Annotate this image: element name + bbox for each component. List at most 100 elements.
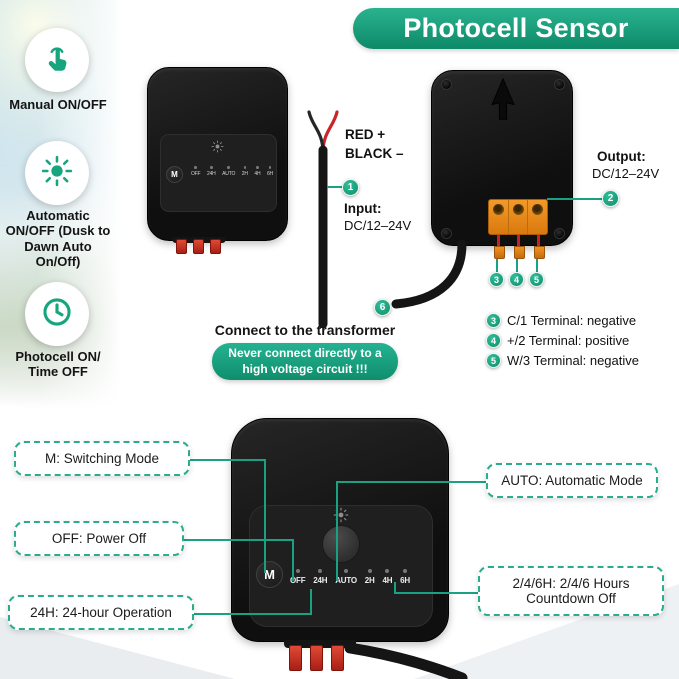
legend-text: +/2 Terminal: positive <box>507 333 630 348</box>
mode-label: OFF <box>290 576 306 585</box>
high-voltage-warning: Never connect directly to a high voltage… <box>212 343 398 380</box>
terminal-w3 <box>528 200 547 234</box>
led-dot <box>227 166 230 169</box>
terminal-c1 <box>489 200 509 234</box>
callout-246h-mode: 2/4/6H: 2/4/6 Hours Countdown Off <box>478 566 664 616</box>
badge-6: 6 <box>374 299 391 316</box>
device-front-large: M OFF 24H AUTO 2H 4H 6H <box>231 418 449 642</box>
led-dot <box>194 166 197 169</box>
feature-automatic <box>25 141 89 205</box>
callout-line <box>310 589 312 615</box>
callout-line <box>194 613 312 615</box>
legend-row-w3: 5 W/3 Terminal: negative <box>486 353 639 368</box>
feature-manual-label: Manual ON/OFF <box>9 97 107 112</box>
screw-icon <box>554 228 565 239</box>
photocell-dome <box>322 525 360 563</box>
mode-24h: 24H <box>207 166 216 177</box>
page-title: Photocell Sensor <box>403 13 629 43</box>
callout-line <box>327 186 343 188</box>
legend-row-plus2: 4 +/2 Terminal: positive <box>486 333 639 348</box>
mode-label: 2H <box>364 576 375 585</box>
wire-connector <box>193 239 204 254</box>
legend-text: W/3 Terminal: negative <box>507 353 639 368</box>
mode-auto: AUTO <box>222 166 235 177</box>
mode-indicator-row: OFF 24H AUTO 2H 4H 6H <box>191 166 273 177</box>
device-large-cable <box>338 638 468 679</box>
output-label: Output: <box>597 149 646 164</box>
mode-label: 6H <box>400 576 410 585</box>
mode-6h: 6H <box>267 166 273 177</box>
mode-24h: 24H <box>313 569 328 585</box>
led-dot <box>210 166 213 169</box>
terminal-tab <box>494 246 505 259</box>
callout-line <box>496 259 498 273</box>
callout-line <box>264 459 266 573</box>
mode-label: AUTO <box>335 576 357 585</box>
mode-6h: 6H <box>400 569 410 585</box>
mode-label: 2H <box>241 170 248 177</box>
mode-auto: AUTO <box>335 569 357 585</box>
mode-button: M <box>166 166 183 183</box>
led-dot <box>318 569 323 573</box>
mode-2h: 2H <box>242 166 248 177</box>
led-dot <box>385 569 390 573</box>
terminal-tab <box>514 246 525 259</box>
badge-2: 2 <box>602 190 619 207</box>
led-dot <box>344 569 349 573</box>
screw-icon <box>554 79 565 90</box>
callout-off-mode: OFF: Power Off <box>14 521 184 556</box>
screw-icon <box>441 228 452 239</box>
terminal-screw-icon <box>492 204 504 215</box>
feature-automatic-label: Automatic ON/OFF (Dusk to Dawn Auto On/O… <box>5 208 111 269</box>
mode-indicator-row: OFF 24H AUTO 2H 4H 6H <box>290 569 410 585</box>
led-dot <box>367 569 372 573</box>
mode-label: AUTO <box>222 170 236 177</box>
terminal-tab <box>534 246 545 259</box>
badge-5: 5 <box>529 272 544 287</box>
led-dot <box>403 569 408 573</box>
terminal-block <box>488 199 548 235</box>
callout-auto-mode: AUTO: Automatic Mode <box>486 463 658 498</box>
mode-label: OFF <box>191 170 201 177</box>
feature-manual <box>25 28 89 92</box>
badge-1: 1 <box>342 179 359 196</box>
warning-line-2: high voltage circuit !!! <box>242 361 368 376</box>
hand-tap-icon <box>40 41 74 80</box>
callout-line <box>536 259 538 273</box>
mode-label: 6H <box>266 170 273 177</box>
badge-4: 4 <box>486 333 501 348</box>
badge-5: 5 <box>486 353 501 368</box>
callout-line <box>292 539 294 581</box>
wall-hook-icon <box>481 77 525 128</box>
callout-line <box>394 592 478 594</box>
wire-connector <box>331 645 344 671</box>
led-dot <box>256 166 259 169</box>
callout-line <box>184 539 294 541</box>
mode-off: OFF <box>290 569 306 585</box>
callout-line <box>336 481 338 581</box>
clock-icon <box>40 295 74 334</box>
black-wire-label: BLACK – <box>345 146 404 161</box>
input-cable <box>288 88 360 333</box>
led-dot <box>295 569 300 573</box>
terminal-wire <box>497 235 500 247</box>
red-wire-label: RED + <box>345 127 386 142</box>
badge-3: 3 <box>486 313 501 328</box>
mode-label: 24H <box>207 170 216 177</box>
wire-connector <box>289 645 302 671</box>
callout-line <box>516 259 518 273</box>
callout-24h-mode: 24H: 24-hour Operation <box>8 595 194 630</box>
device-front-small: M OFF 24H AUTO 2H 4H 6H <box>147 67 288 241</box>
wire-connector <box>310 645 323 671</box>
input-label: Input: <box>344 201 382 216</box>
legend-row-c1: 3 C/1 Terminal: negative <box>486 313 639 328</box>
feature-photocell <box>25 282 89 346</box>
legend-text: C/1 Terminal: negative <box>507 313 637 328</box>
terminal-screw-icon <box>512 204 524 215</box>
mode-button: M <box>256 561 283 588</box>
mode-2h: 2H <box>365 569 375 585</box>
callout-m-mode: M: Switching Mode <box>14 441 190 476</box>
sun-icon <box>211 140 224 158</box>
mode-label: 4H <box>254 170 261 177</box>
